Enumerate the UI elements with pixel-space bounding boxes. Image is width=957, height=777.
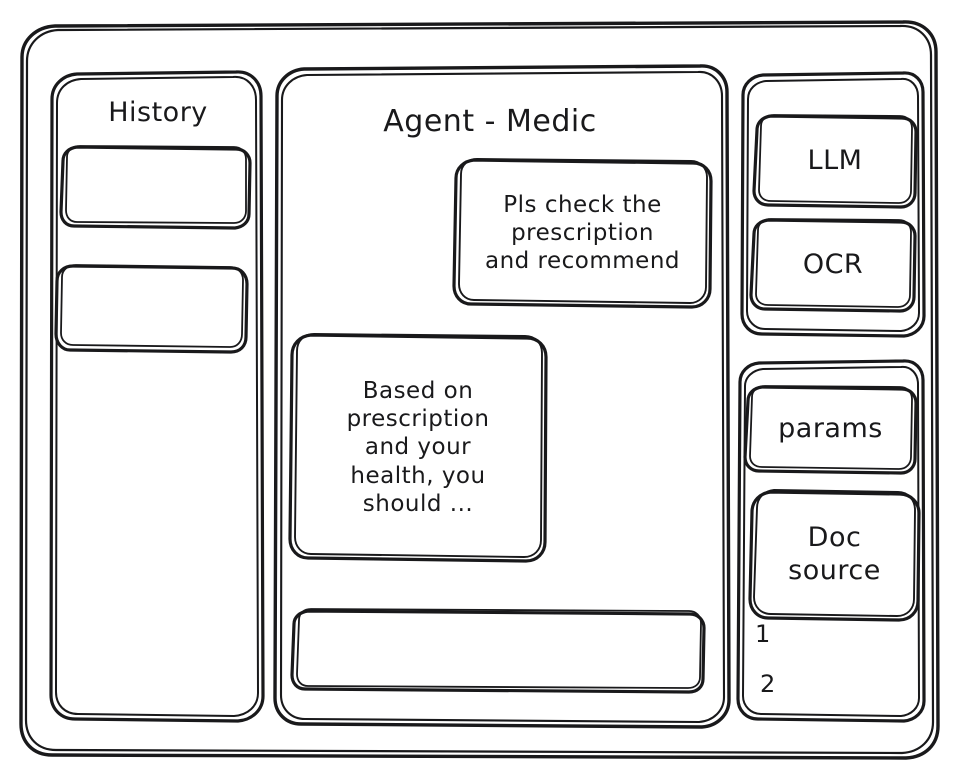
message-bubble-user: Pls check the prescription and recommend: [454, 159, 711, 307]
params-button[interactable]: params: [745, 386, 916, 473]
doc-source-button-label: Doc source: [788, 522, 881, 586]
history-item-2[interactable]: [56, 265, 247, 352]
history-title: History: [108, 96, 208, 128]
llm-button-label: LLM: [807, 144, 863, 176]
ocr-button[interactable]: OCR: [751, 219, 915, 311]
doc-source-list-item-1[interactable]: 1: [755, 620, 771, 649]
history-item-2-label: [56, 265, 247, 352]
history-item-1-label: [61, 146, 250, 228]
llm-button[interactable]: LLM: [754, 115, 916, 207]
ocr-button-label: OCR: [802, 248, 864, 280]
agent-panel-title: Agent - Medic: [383, 103, 597, 139]
history-item-1[interactable]: [61, 146, 250, 228]
params-button-label: params: [778, 413, 883, 445]
message-bubble-user-text: Pls check the prescription and recommend: [484, 191, 681, 275]
message-bubble-assistant-text: Based on prescription and your health, y…: [346, 378, 490, 517]
message-composer-input[interactable]: [292, 609, 704, 692]
message-bubble-assistant: Based on prescription and your health, y…: [290, 334, 546, 561]
message-composer-value: [310, 609, 686, 692]
doc-source-button[interactable]: Doc source: [750, 490, 919, 620]
doc-source-list-item-2[interactable]: 2: [760, 670, 776, 699]
